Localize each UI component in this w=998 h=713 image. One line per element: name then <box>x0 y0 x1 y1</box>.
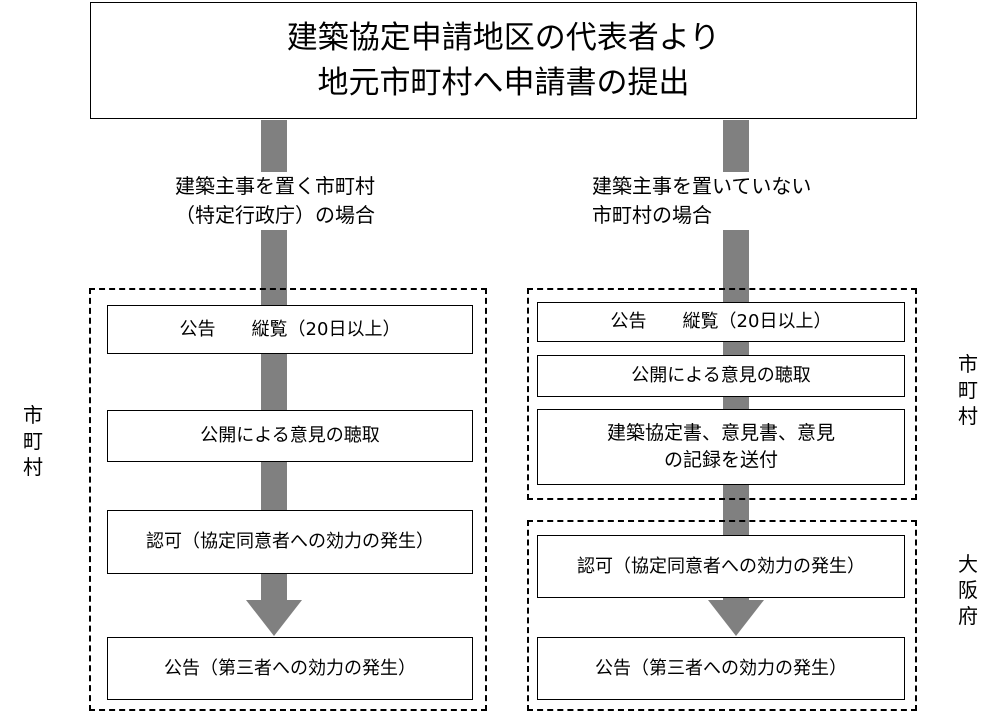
right-announcement-box: 公告（第三者への効力の発生） <box>537 637 905 700</box>
right-case-label: 建築主事を置いていない 市町村の場合 <box>592 172 892 230</box>
right-notice-review-box: 公告 縦覧（20日以上） <box>537 302 905 342</box>
left-announcement-box: 公告（第三者への効力の発生） <box>107 637 473 700</box>
right-send-docs-box: 建築協定書、意見書、意見 の記録を送付 <box>537 409 905 485</box>
top-application-box: 建築協定申請地区の代表者より 地元市町村へ申請書の提出 <box>90 2 917 119</box>
right-osaka-region <box>527 520 917 711</box>
right-notice-review-text: 公告 縦覧（20日以上） <box>610 311 832 333</box>
left-approval-box: 認可（協定同意者への効力の発生） <box>107 510 473 574</box>
right-hearing-box: 公開による意見の聴取 <box>537 355 905 397</box>
left-hearing-box: 公開による意見の聴取 <box>107 410 473 462</box>
right-approval-box: 認可（協定同意者への効力の発生） <box>537 535 905 598</box>
left-announcement-text: 公告（第三者への効力の発生） <box>164 657 416 679</box>
left-hearing-text: 公開による意見の聴取 <box>200 425 380 447</box>
left-arrow-head <box>246 600 302 636</box>
right-osaka-side-label: 大 阪 府 <box>958 552 978 628</box>
right-approval-text: 認可（協定同意者への効力の発生） <box>577 555 865 577</box>
left-case-label: 建築主事を置く市町村 （特定行政庁）の場合 <box>140 172 410 230</box>
left-municipality-region <box>89 288 487 711</box>
right-municipality-region <box>527 288 917 500</box>
top-application-text: 建築協定申請地区の代表者より 地元市町村へ申請書の提出 <box>286 19 721 101</box>
left-approval-text: 認可（協定同意者への効力の発生） <box>146 531 434 553</box>
left-notice-review-box: 公告 縦覧（20日以上） <box>107 305 473 354</box>
left-notice-review-text: 公告 縦覧（20日以上） <box>179 318 401 340</box>
right-hearing-text: 公開による意見の聴取 <box>631 365 811 387</box>
right-announcement-text: 公告（第三者への効力の発生） <box>595 657 847 679</box>
right-arrow-head <box>708 600 764 636</box>
left-municipality-side-label: 市 町 村 <box>23 403 43 479</box>
right-send-docs-text: 建築協定書、意見書、意見 の記録を送付 <box>606 422 835 471</box>
right-municipality-side-label: 市 町 村 <box>958 352 978 428</box>
